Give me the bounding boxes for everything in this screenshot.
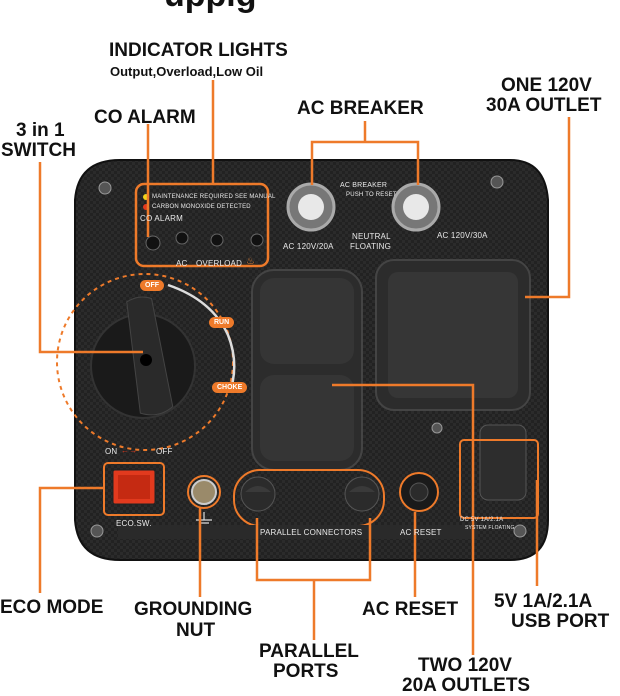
page-title-fragment: upplg (164, 0, 257, 14)
maintenance-led-icon (143, 194, 149, 200)
screw-icon (431, 422, 443, 434)
switch-label-2: SWITCH (1, 140, 76, 161)
switch-arrow (167, 283, 236, 386)
screw-icon (513, 524, 527, 538)
co-alarm-label: CO ALARM (94, 107, 196, 128)
parallel-label-1: PARALLEL (259, 641, 359, 662)
outlet30-label-1: ONE 120V (501, 75, 592, 96)
switch-choke-label: CHOKE (212, 382, 248, 393)
panel-ac-30-text: AC 120V/30A (437, 231, 488, 240)
grounding-nut (191, 479, 217, 505)
screw-icon (98, 181, 112, 195)
breaker-30a (391, 182, 441, 232)
eco-off-text: OFF (156, 447, 173, 456)
panel-ac-text: AC (176, 259, 188, 268)
panel-ac-reset-text: AC RESET (400, 528, 442, 537)
usb-text-1: DC 5V 1A/2.1A (460, 517, 504, 523)
screw-icon (90, 524, 104, 538)
parallel-port-right (344, 476, 380, 512)
outlets20-label-2: 20A OUTLETS (402, 675, 531, 696)
usb-label-1: 5V 1A/2.1A (494, 591, 593, 612)
outlet30-label-2: 30A OUTLET (486, 95, 602, 116)
usb-label-2: USB PORT (511, 611, 610, 632)
panel-overload-text: OVERLOAD (196, 259, 243, 268)
overload-led (210, 233, 224, 247)
indicator-lights-sub: Output,Overload,Low Oil (110, 64, 264, 79)
panel-co-alarm-text: CO ALARM (140, 214, 183, 223)
parallel-label-2: PORTS (273, 661, 339, 682)
indicator-lights-label: INDICATOR LIGHTS (109, 40, 288, 61)
panel-push-reset-text: PUSH TO RESET (346, 192, 397, 198)
outlets20-label-1: TWO 120V (418, 655, 512, 676)
eco-on-text: ON (105, 447, 118, 456)
ac-breaker-label: AC BREAKER (297, 98, 424, 119)
panel-ac-breaker-text: AC BREAKER (340, 182, 388, 189)
breaker-20a (286, 182, 336, 232)
switch-run-label: RUN (209, 317, 235, 328)
grounding-label-2: NUT (176, 620, 216, 641)
co-alarm-led (145, 235, 161, 251)
parallel-port-left (240, 476, 276, 512)
output-led (175, 231, 189, 245)
eco-frame (103, 462, 165, 516)
usb-text-2: SYSTEM FLOATING (465, 525, 515, 531)
eco-arrow-icon: ←→ (121, 446, 138, 455)
ac-reset-label: AC RESET (362, 599, 459, 620)
panel-carbon-text: CARBON MONOXIDE DETECTED (152, 204, 251, 210)
low-oil-led (250, 233, 264, 247)
grounding-label-1: GROUNDING (134, 599, 253, 620)
eco-mode-label: ECO MODE (0, 597, 104, 618)
panel-ac-20-text: AC 120V/20A (283, 242, 334, 251)
switch-label-1: 3 in 1 (16, 120, 65, 141)
panel-neutral-text: NEUTRAL (352, 232, 391, 241)
panel-maintenance-text: MAINTENANCE REQUIRED SEE MANUAL (152, 194, 276, 200)
carbon-led-icon (143, 204, 149, 210)
ground-symbol-icon (196, 512, 212, 527)
panel-low-oil-icon: ♨ (246, 256, 256, 267)
parallel-connectors-text: PARALLEL CONNECTORS (260, 528, 363, 537)
switch-off-label: OFF (140, 280, 164, 291)
panel-floating-text: FLOATING (350, 242, 392, 251)
usb-cover (479, 424, 527, 501)
screw-icon (490, 175, 504, 189)
eco-sw-text: ECO.SW. (116, 519, 152, 528)
